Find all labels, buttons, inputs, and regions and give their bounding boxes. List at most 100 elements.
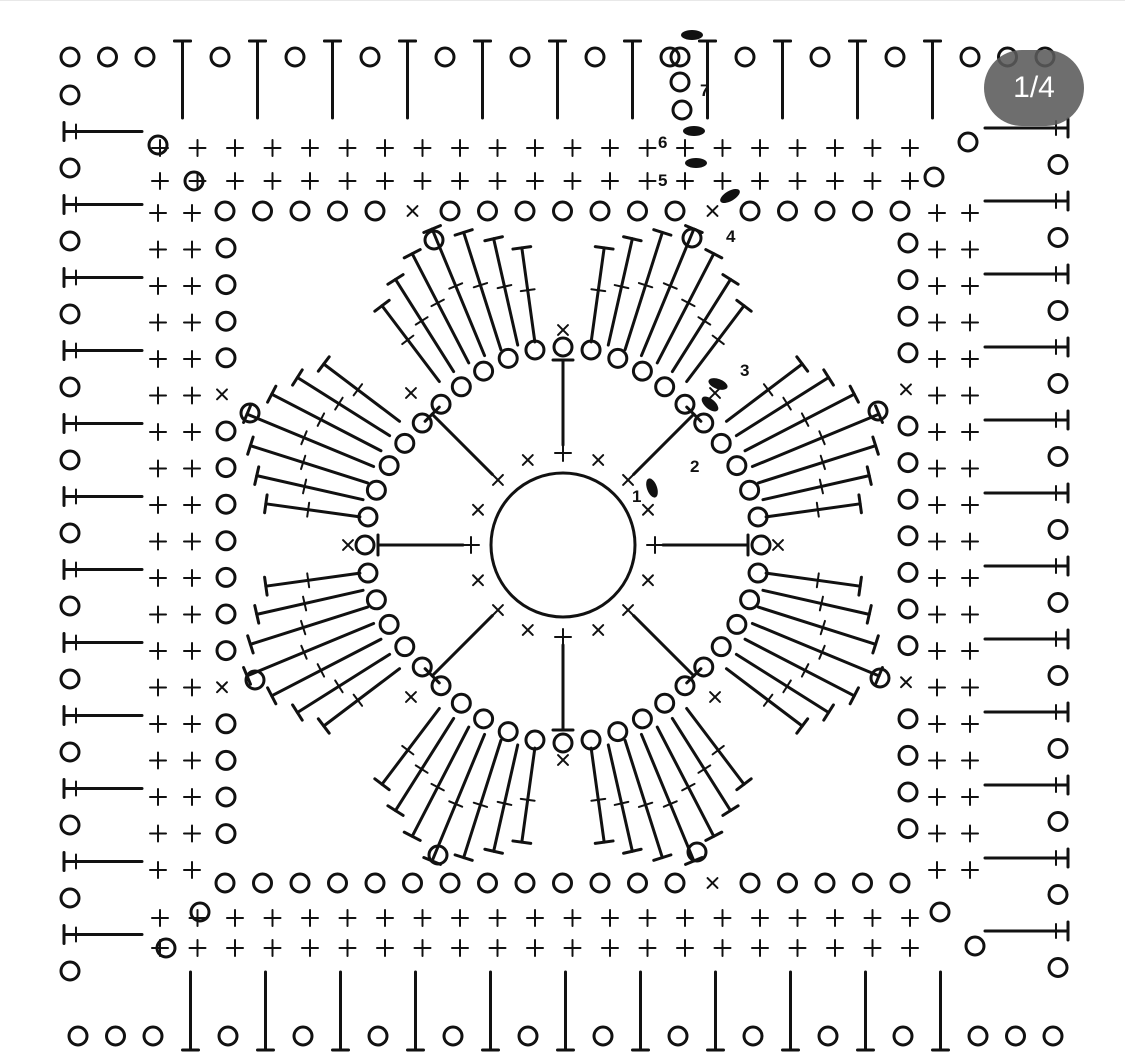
- t-post-icon: [623, 39, 642, 120]
- chain-circle-icon: [215, 640, 237, 662]
- chain-circle-icon: [434, 46, 456, 68]
- plus-cross-icon: [928, 678, 946, 697]
- plus-cross-icon: [900, 676, 912, 689]
- chain-circle-icon: [552, 732, 574, 754]
- plus-cross-icon: [413, 139, 432, 157]
- plus-cross-icon: [961, 861, 979, 879]
- chain-circle-icon: [497, 721, 519, 743]
- plus-cross-icon: [183, 715, 201, 733]
- filled-oval-icon: [708, 378, 728, 390]
- chain-circle-icon: [889, 200, 911, 222]
- chain-circle-icon: [59, 741, 81, 763]
- chain-circle-icon: [155, 937, 177, 959]
- chain-circle-icon: [739, 872, 761, 894]
- plus-cross-icon: [676, 939, 694, 957]
- plus-cross-icon: [183, 861, 201, 879]
- chain-circle-icon: [97, 46, 118, 68]
- chain-circle-icon: [411, 656, 433, 678]
- plus-cross-icon: [928, 459, 946, 478]
- chain-circle-icon: [897, 561, 919, 583]
- chain-circle-icon: [214, 200, 236, 222]
- chain-circle-icon: [378, 613, 400, 635]
- chain-circle-icon: [1047, 519, 1069, 540]
- t-post-icon: [848, 39, 867, 120]
- t-post-icon: [323, 39, 342, 120]
- chain-circle-icon: [59, 814, 81, 836]
- t-post-icon: [655, 725, 724, 842]
- t-post-icon: [589, 746, 615, 845]
- t-post-icon: [511, 245, 537, 344]
- chain-circle-icon: [59, 46, 81, 68]
- chain-circle-icon: [664, 872, 686, 894]
- t-post-icon: [62, 340, 144, 361]
- plus-cross-icon: [149, 605, 167, 624]
- t-post-icon: [632, 614, 703, 685]
- chain-circle-icon: [929, 901, 951, 923]
- plus-cross-icon: [638, 172, 657, 190]
- chain-circle-icon: [580, 339, 602, 361]
- plus-cross-icon: [772, 539, 784, 551]
- plus-cross-icon: [149, 532, 167, 551]
- chain-circle-icon: [430, 675, 452, 697]
- page-counter-badge[interactable]: 1/4: [984, 50, 1084, 126]
- plus-cross-icon: [491, 604, 504, 617]
- chain-circle-icon: [59, 303, 81, 325]
- plus-cross-icon: [563, 139, 582, 157]
- chain-circle-icon: [693, 656, 715, 678]
- chain-circle-icon: [681, 227, 703, 249]
- t-post-icon: [623, 228, 673, 352]
- t-post-icon: [670, 273, 740, 374]
- t-post-icon: [246, 435, 370, 485]
- plus-cross-icon: [301, 139, 319, 157]
- chain-circle-icon: [364, 872, 386, 894]
- chain-circle-icon: [669, 71, 691, 93]
- t-post-icon: [556, 970, 575, 1052]
- plus-cross-icon: [216, 681, 228, 694]
- plus-cross-icon: [301, 939, 319, 957]
- plus-cross-icon: [961, 277, 979, 295]
- t-post-icon: [248, 39, 267, 120]
- t-post-icon: [453, 738, 503, 862]
- plus-cross-icon: [928, 788, 946, 806]
- chain-circle-icon: [869, 667, 891, 689]
- plus-cross-icon: [149, 459, 167, 478]
- t-post-icon: [983, 628, 1070, 650]
- plus-cross-icon: [928, 423, 946, 441]
- plus-cross-icon: [554, 444, 572, 462]
- plus-cross-icon: [788, 139, 807, 157]
- plus-cross-icon: [149, 386, 167, 405]
- chain-circle-icon: [686, 841, 708, 863]
- t-post-icon: [606, 235, 643, 347]
- plus-cross-icon: [961, 240, 979, 259]
- t-post-icon: [62, 778, 144, 799]
- t-post-icon: [551, 643, 575, 732]
- plus-cross-icon: [488, 909, 507, 927]
- t-post-icon: [373, 298, 441, 384]
- chain-circle-icon: [357, 506, 379, 528]
- row-label-3: 3: [740, 361, 749, 380]
- plus-cross-icon: [826, 139, 844, 157]
- chain-circle-icon: [739, 479, 761, 501]
- plus-cross-icon: [149, 240, 167, 259]
- chain-circle-icon: [967, 1025, 989, 1047]
- t-post-icon: [62, 121, 144, 142]
- plus-cross-icon: [961, 204, 979, 222]
- t-post-icon: [256, 970, 275, 1052]
- chain-circle-icon: [726, 455, 748, 477]
- chain-circle-icon: [739, 200, 761, 222]
- filled-oval-icon: [681, 30, 703, 40]
- plus-cross-icon: [405, 387, 417, 399]
- plus-cross-icon: [338, 139, 357, 157]
- chain-circle-icon: [365, 479, 387, 501]
- chain-circle-icon: [1047, 154, 1069, 175]
- plus-cross-icon: [961, 532, 979, 551]
- chain-circle-icon: [897, 415, 919, 437]
- chain-circle-icon: [215, 347, 237, 369]
- chain-circle-icon: [215, 713, 237, 735]
- plus-cross-icon: [149, 824, 167, 843]
- chain-circle-icon: [289, 872, 311, 894]
- chain-circle-icon: [524, 729, 546, 751]
- t-post-icon: [422, 224, 487, 358]
- t-post-icon: [246, 605, 370, 655]
- t-post-icon: [983, 555, 1070, 577]
